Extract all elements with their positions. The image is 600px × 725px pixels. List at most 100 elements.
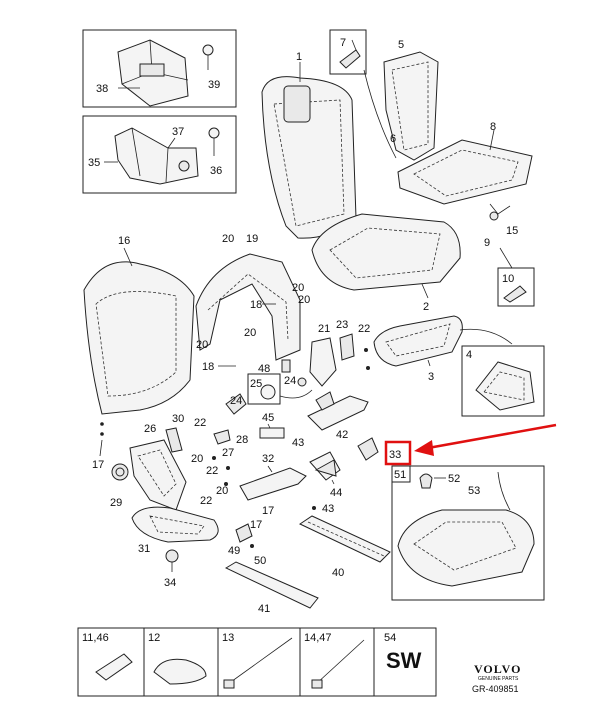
- brand-name: VOLVO: [474, 662, 521, 676]
- callout-52: 52: [448, 473, 460, 485]
- pad-part-5: 5 6: [363, 39, 439, 161]
- callout-35: 35: [88, 157, 100, 169]
- callout-36: 36: [210, 165, 222, 177]
- callout-20f: 20: [191, 453, 203, 465]
- recliner-parts-21-23: 21 23 22 24: [284, 319, 370, 387]
- highlighted-callout-33: 33: [357, 423, 557, 466]
- seat-cushion-part-2: 2: [311, 213, 461, 313]
- callout-27: 27: [222, 447, 234, 459]
- cover-part-3: 3: [373, 315, 513, 383]
- brand-tagline: GENUINE PARTS: [478, 676, 519, 682]
- callout-32: 32: [262, 453, 274, 465]
- callout-8: 8: [490, 121, 496, 133]
- inset-box-4: 4: [461, 345, 545, 417]
- callout-18a: 18: [250, 299, 262, 311]
- callout-43b: 43: [322, 503, 334, 515]
- callout-19: 19: [246, 233, 258, 245]
- callout-20d: 20: [244, 327, 256, 339]
- callout-42: 42: [336, 429, 348, 441]
- inset-box-35-37: 35 37 36: [82, 115, 237, 194]
- heater-mat-part-8: 8 9 15: [397, 121, 533, 249]
- callout-17c: 17: [250, 519, 262, 531]
- rail-parts-42-44: 42 43 44 43: [292, 391, 369, 515]
- trim-part-41: 41: [224, 561, 319, 615]
- brand-block: VOLVO GENUINE PARTS GR-409851: [472, 662, 521, 694]
- callout-22b: 22: [194, 417, 206, 429]
- clip-icon-2: [153, 658, 207, 685]
- legend-strip: 11,46 12 13 14,47 54 SW: [77, 627, 437, 697]
- drawing-reference: GR-409851: [472, 684, 519, 694]
- callout-43a: 43: [292, 437, 304, 449]
- callout-4: 4: [466, 349, 472, 361]
- callout-49: 49: [228, 545, 240, 557]
- callout-29: 29: [110, 497, 122, 509]
- inset-box-51: 51 52 53: [391, 465, 545, 601]
- legend-cell-12: 12: [148, 632, 160, 644]
- callout-22c: 22: [206, 465, 218, 477]
- callout-2: 2: [423, 301, 429, 313]
- back-panel-part-16: 16 17: [83, 235, 195, 471]
- motor-parts-25-48: 48 25 24: [225, 359, 313, 415]
- callout-22a: 22: [358, 323, 370, 335]
- callout-38: 38: [96, 83, 108, 95]
- callout-28: 28: [236, 434, 248, 446]
- callout-5: 5: [398, 39, 404, 51]
- callout-48: 48: [258, 363, 270, 375]
- callout-9: 9: [484, 237, 490, 249]
- callout-45: 45: [262, 412, 274, 424]
- callout-50: 50: [254, 555, 266, 567]
- callout-17b: 17: [262, 505, 274, 517]
- legend-cell-11-46: 11,46: [82, 632, 109, 644]
- callout-10: 10: [502, 273, 514, 285]
- callout-15: 15: [506, 225, 518, 237]
- connector-part-10: 10: [497, 247, 535, 307]
- clip-part-45: 45: [259, 412, 285, 439]
- callout-53: 53: [468, 485, 480, 497]
- callout-23: 23: [336, 319, 348, 331]
- inset-box-38-39: 38 39: [82, 29, 237, 108]
- rail-part-40: 40: [298, 515, 391, 579]
- callout-20b: 20: [292, 282, 304, 294]
- connector-part-7: 7: [329, 29, 367, 75]
- lower-parts-32: 32 22 20 17 17: [200, 453, 307, 531]
- callout-20c: 20: [298, 294, 310, 306]
- callout-24b: 24: [230, 395, 242, 407]
- callout-18b: 18: [202, 361, 214, 373]
- legend-cell-14-47: 14,47: [304, 632, 332, 644]
- callout-39: 39: [208, 79, 220, 91]
- legend-cell-13: 13: [222, 632, 234, 644]
- callout-3: 3: [428, 371, 434, 383]
- trim-part-31: 31 34: [131, 506, 219, 589]
- callout-20a: 20: [222, 233, 234, 245]
- callout-24a: 24: [284, 375, 296, 387]
- callout-21: 21: [318, 323, 330, 335]
- callout-37: 37: [172, 126, 184, 138]
- callout-20g: 20: [216, 485, 228, 497]
- callout-51: 51: [394, 469, 406, 481]
- callout-44: 44: [330, 487, 342, 499]
- callout-31: 31: [138, 543, 150, 555]
- callout-17a: 17: [92, 459, 104, 471]
- seat-backrest-part-1: 1: [261, 51, 357, 239]
- strap-icon: [315, 639, 365, 685]
- callout-25: 25: [250, 378, 262, 390]
- callout-40: 40: [332, 567, 344, 579]
- callout-34: 34: [164, 577, 176, 589]
- clip-icon: [95, 653, 133, 681]
- callout-20e: 20: [196, 339, 208, 351]
- switch-parts-49-50: 49 50: [228, 523, 266, 567]
- cable-tie-icon: [227, 637, 293, 685]
- callout-30: 30: [172, 413, 184, 425]
- side-parts-26-30: 26 29 30 22 28 27 20 22: [110, 413, 248, 511]
- legend-cell-54: 54: [384, 632, 396, 644]
- callout-22d: 22: [200, 495, 212, 507]
- callout-1: 1: [296, 51, 302, 63]
- callout-41: 41: [258, 603, 270, 615]
- software-label: SW: [386, 648, 422, 673]
- callout-33: 33: [389, 449, 401, 461]
- callout-16: 16: [118, 235, 130, 247]
- callout-26: 26: [144, 423, 156, 435]
- callout-6: 6: [390, 133, 396, 145]
- callout-7: 7: [340, 37, 346, 49]
